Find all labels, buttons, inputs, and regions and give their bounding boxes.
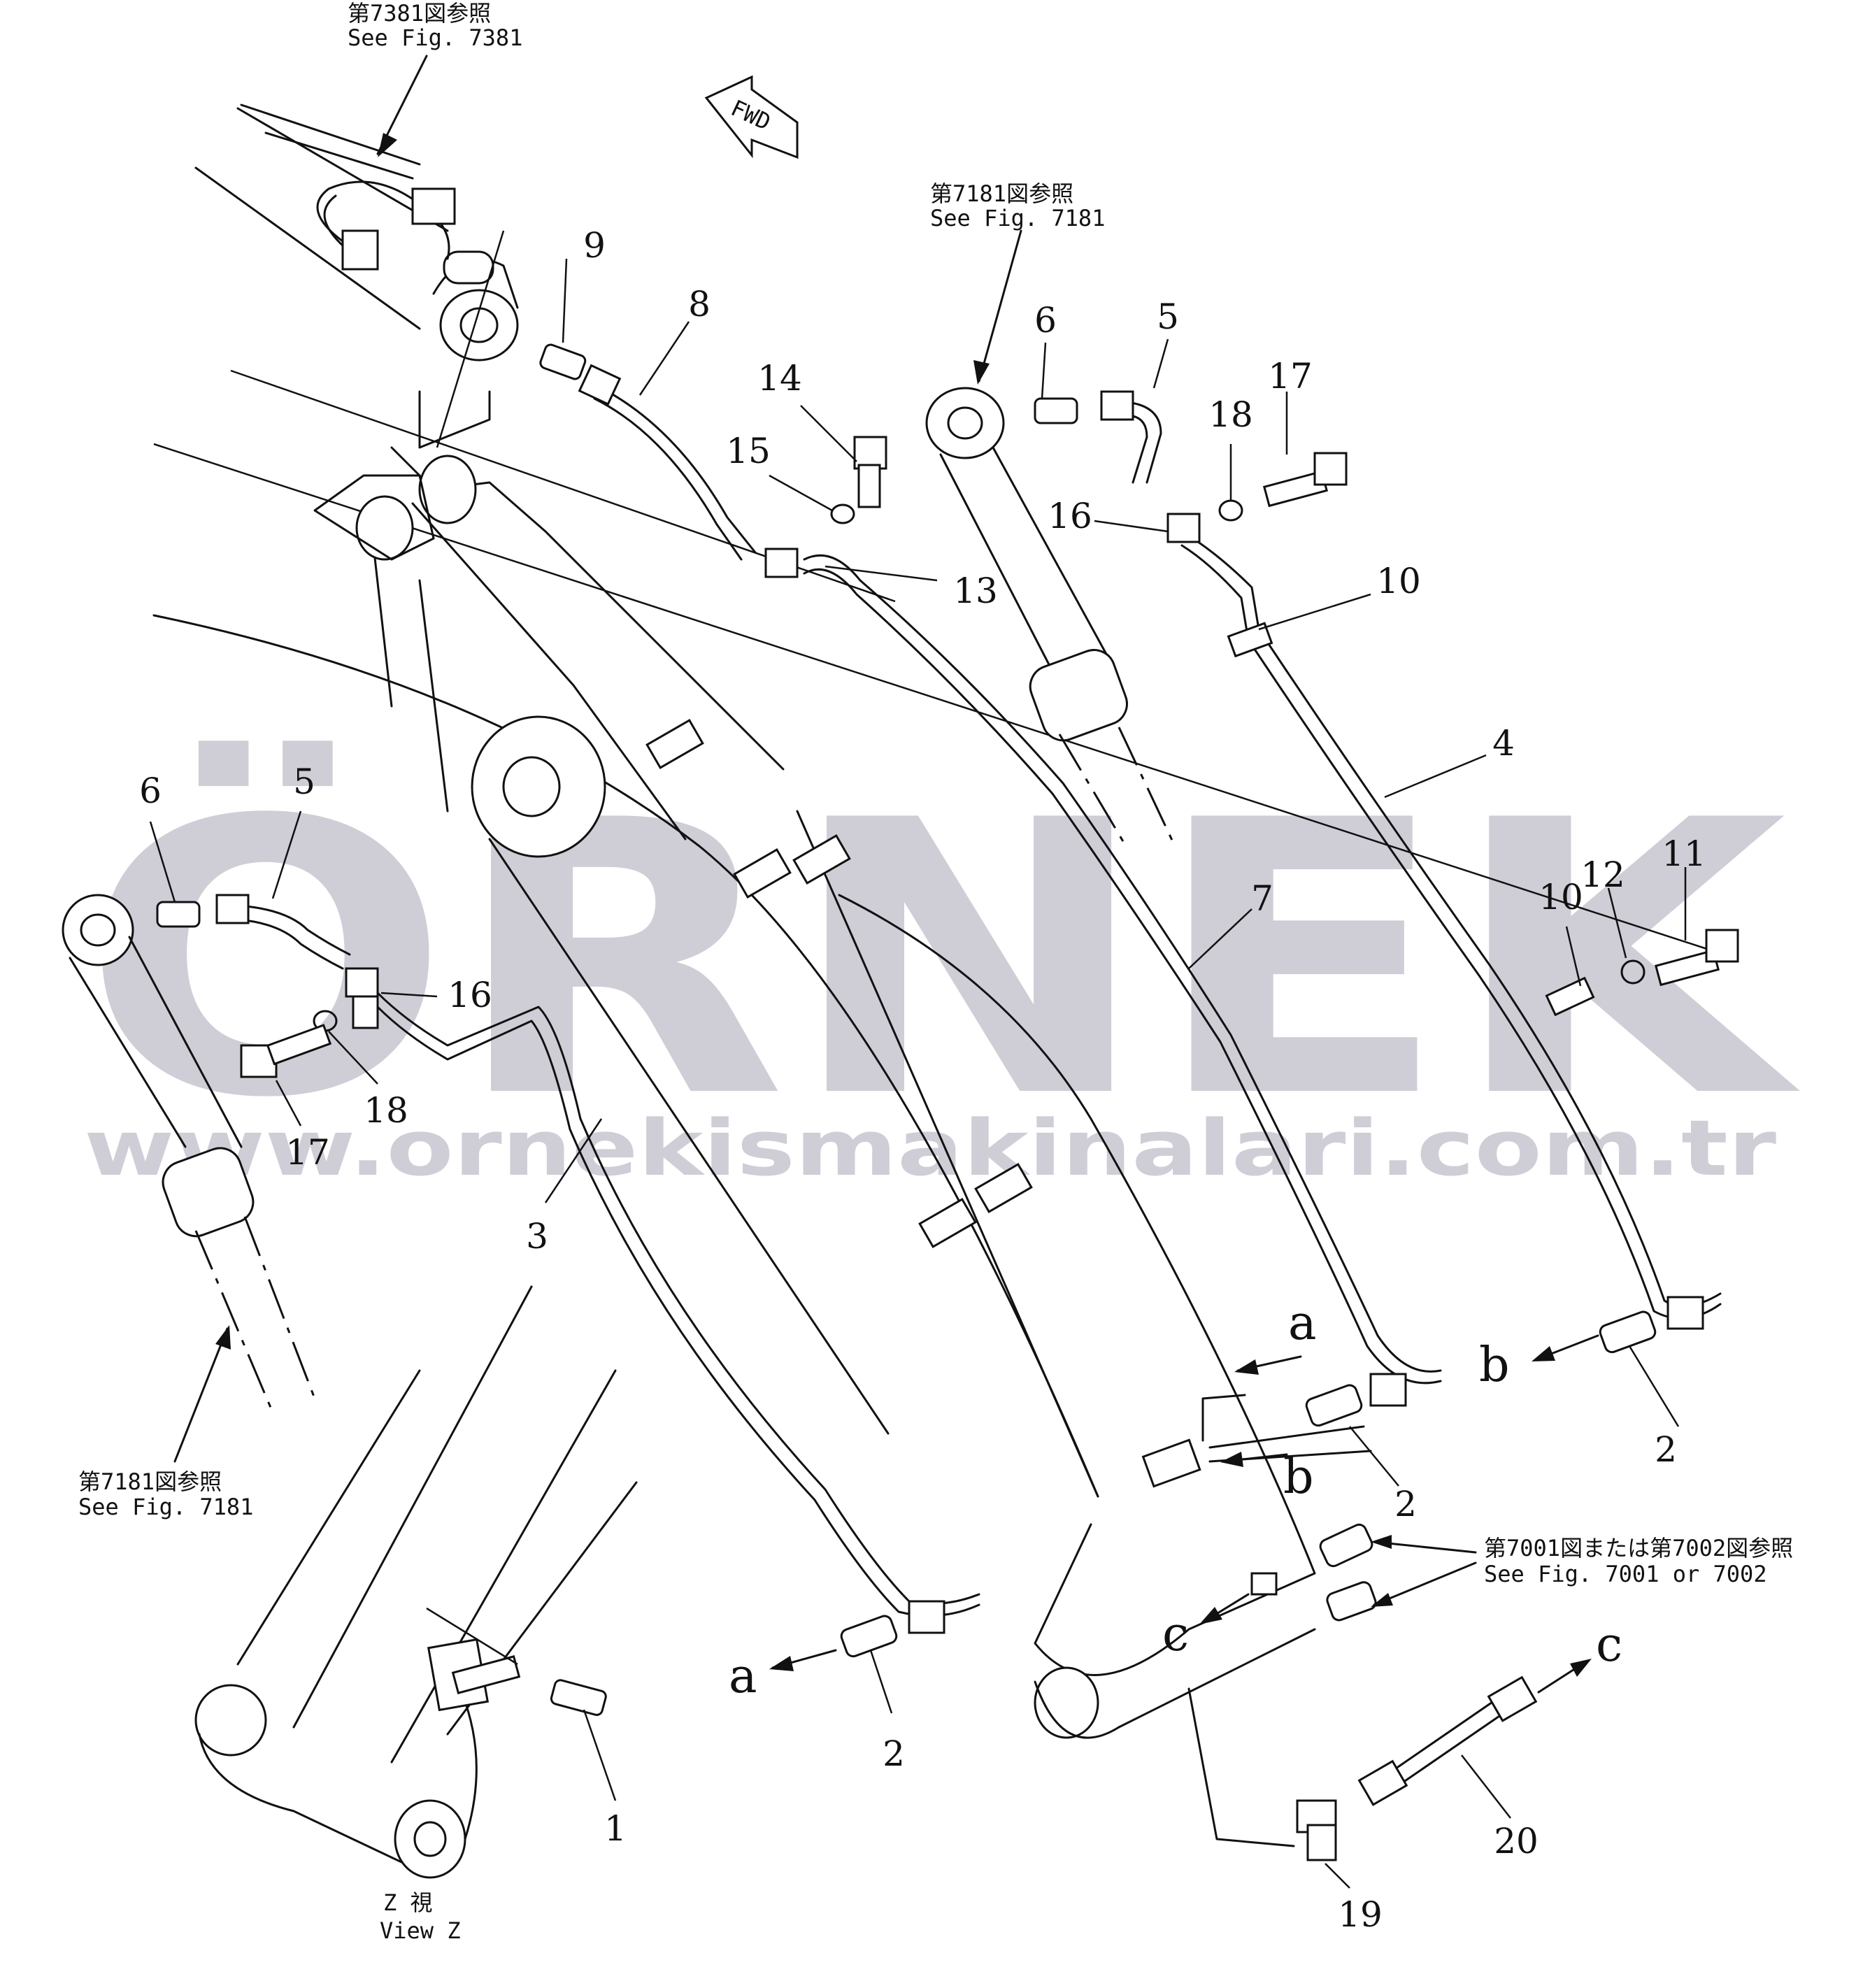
leader-lines [149, 55, 1687, 1889]
part-number: 15 [726, 431, 771, 471]
arm-structure [152, 103, 1714, 1739]
connection-labels: a a b b c c [729, 1296, 1622, 1704]
part-number: 20 [1494, 1821, 1539, 1861]
connection-label-c: c [1162, 1607, 1189, 1662]
part-number: 7 [1251, 878, 1273, 919]
part-number: 18 [364, 1090, 408, 1131]
ref-mid-en: See Fig. 7181 [930, 205, 1105, 231]
ref-top-en: See Fig. 7381 [348, 24, 522, 51]
connection-label-b: b [1283, 1450, 1314, 1505]
right-cylinder [925, 387, 1176, 847]
ref-left-jp: 第7181図参照 [78, 1468, 222, 1495]
view-z-jp: Z 視 [383, 1889, 433, 1916]
ref-right-jp: 第7001図または第7002図参照 [1484, 1535, 1793, 1561]
part-number: 4 [1492, 723, 1515, 764]
part-number: 6 [1034, 300, 1057, 341]
part-number: 2 [1655, 1429, 1677, 1470]
part-number: 12 [1580, 854, 1625, 895]
watermark: ÖRNEK www.ornekismakinalari.com.tr [80, 737, 1803, 1193]
view-z-en: View Z [380, 1917, 461, 1944]
part-number: 1 [604, 1808, 627, 1849]
part-number: 17 [1268, 356, 1313, 396]
part-number: 2 [883, 1733, 905, 1774]
watermark-brand: ÖRNEK [80, 737, 1803, 1180]
part-number: 10 [1539, 877, 1583, 917]
part-number: 14 [757, 358, 802, 399]
part-number: 3 [526, 1216, 548, 1257]
connection-label-a: a [1288, 1296, 1317, 1351]
part-number: 18 [1208, 394, 1253, 435]
part-number: 8 [688, 284, 711, 324]
ref-left-en: See Fig. 7181 [78, 1494, 253, 1520]
part-number: 16 [448, 975, 492, 1015]
part-number: 6 [139, 771, 162, 811]
fwd-arrow: FWD [704, 75, 799, 159]
part-number: 17 [285, 1132, 330, 1173]
piping [236, 380, 1722, 1847]
ref-top-jp: 第7381図参照 [348, 0, 491, 27]
left-cylinder [62, 894, 316, 1413]
part-number: 16 [1048, 496, 1092, 536]
part-numbers: 9 8 14 15 13 6 5 17 18 16 10 4 7 10 12 1… [139, 225, 1706, 1935]
part-number: 9 [583, 225, 606, 266]
ref-right-en: See Fig. 7001 or 7002 [1484, 1561, 1767, 1587]
view-z-detail [194, 1285, 638, 1879]
part-number: 2 [1394, 1484, 1417, 1524]
part-number: 19 [1338, 1894, 1383, 1935]
connection-label-a: a [729, 1649, 757, 1704]
connection-label-c: c [1596, 1617, 1622, 1673]
ref-mid-jp: 第7181図参照 [930, 180, 1073, 207]
part-number: 10 [1376, 561, 1421, 601]
connection-label-b: b [1479, 1338, 1510, 1393]
part-number: 11 [1662, 834, 1706, 874]
part-number: 5 [293, 761, 315, 802]
boom-pin [471, 715, 606, 858]
fittings [156, 343, 1739, 1861]
cylinder-eye-top [439, 289, 519, 362]
part-number: 13 [953, 571, 998, 611]
part-number: 5 [1157, 296, 1179, 337]
reference-notes: 第7381図参照 See Fig. 7381 第7181図参照 See Fig.… [78, 0, 1793, 1944]
